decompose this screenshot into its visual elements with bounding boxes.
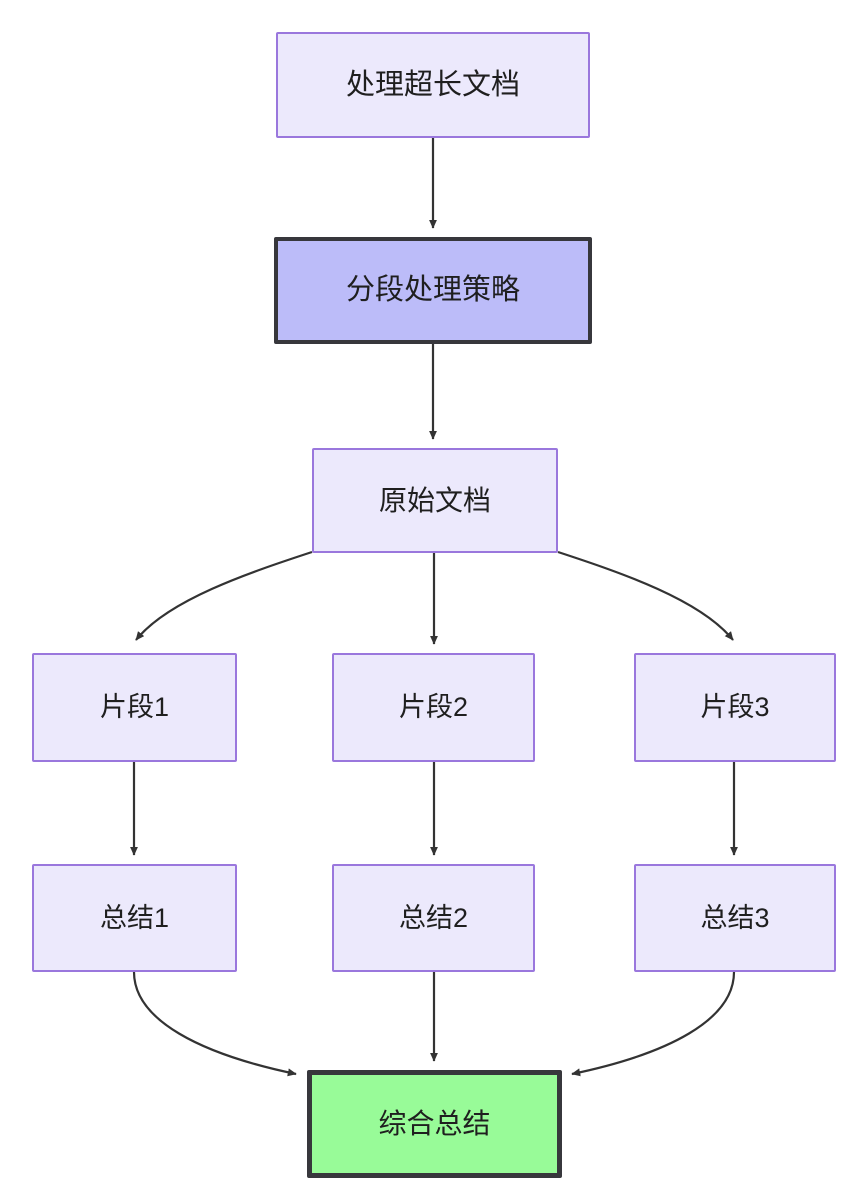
edge-paths (130, 138, 738, 1077)
node-label: 总结2 (398, 902, 469, 933)
node-chunk-2[interactable]: 片段2 (332, 653, 535, 762)
edge-summary3-to-final (571, 971, 736, 1077)
node-label: 片段2 (398, 692, 469, 723)
node-source-doc[interactable]: 原始文档 (312, 448, 558, 553)
node-summary-2[interactable]: 总结2 (332, 864, 535, 972)
node-summary-1[interactable]: 总结1 (32, 864, 237, 972)
node-label: 分段处理策略 (345, 274, 520, 307)
node-label: 总结1 (99, 902, 170, 933)
edge-source_doc-to-chunk3 (557, 550, 734, 641)
node-label: 综合总结 (378, 1108, 491, 1140)
node-chunk-3[interactable]: 片段3 (634, 653, 836, 762)
edge-summary1-to-final (132, 971, 297, 1077)
node-strategy[interactable]: 分段处理策略 (274, 237, 592, 344)
node-label: 总结3 (700, 902, 770, 933)
node-label: 片段3 (700, 692, 770, 723)
node-final-summary[interactable]: 综合总结 (307, 1070, 562, 1178)
node-label: 原始文档 (378, 484, 491, 516)
edge-source_doc-to-chunk1 (135, 550, 313, 641)
node-chunk-1[interactable]: 片段1 (32, 653, 237, 762)
node-label: 处理超长文档 (345, 68, 520, 101)
node-summary-3[interactable]: 总结3 (634, 864, 836, 972)
node-doc-task[interactable]: 处理超长文档 (276, 32, 590, 138)
node-label: 片段1 (99, 692, 170, 723)
